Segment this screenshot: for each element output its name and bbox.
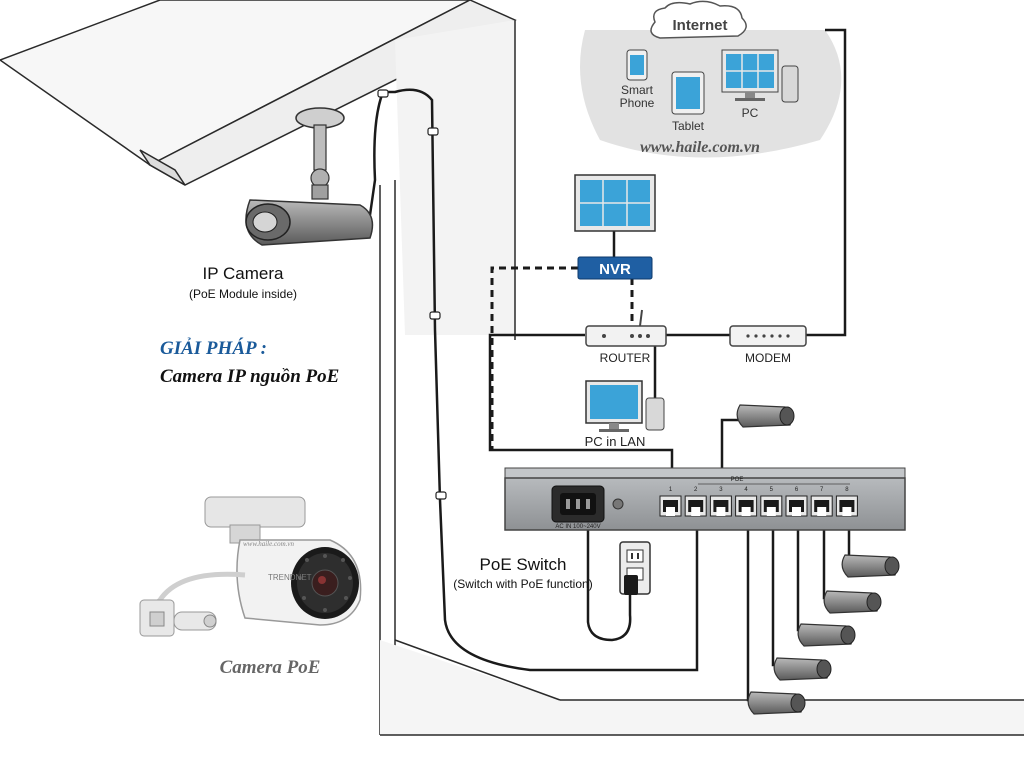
pc-icon	[721, 49, 799, 103]
internet-cloud: Internet Smart Phone Tablet PC www.haile…	[580, 0, 842, 158]
camera-poe-label: Camera PoE	[220, 657, 321, 678]
port-number: 7	[820, 487, 824, 493]
rj45-port	[684, 495, 707, 517]
mounted-ip-camera	[245, 107, 374, 246]
pc-lan-icon	[585, 380, 665, 432]
rj45-port	[785, 495, 808, 517]
solution-subheading: Camera IP nguồn PoE	[160, 366, 339, 387]
device-label-smart-phone-line1: Smart	[621, 83, 654, 97]
bullet-camera-icon	[747, 691, 806, 715]
rj45-port	[835, 495, 858, 517]
solution-heading: GIẢI PHÁP :	[160, 337, 267, 359]
internet-title: Internet	[672, 17, 727, 34]
nvr-monitor-icon	[574, 174, 656, 232]
device-label-tablet: Tablet	[672, 119, 705, 133]
bullet-camera-icon	[823, 590, 882, 614]
port-number: 8	[845, 487, 849, 493]
power-outlet-icon	[619, 541, 651, 595]
bullet-camera-icon	[736, 404, 795, 428]
rj45-port	[760, 495, 783, 517]
pc-lan-label: PC in LAN	[585, 434, 646, 449]
house-structure	[0, 0, 1024, 736]
ac-in-mark: AC IN 100~240V	[555, 524, 600, 530]
tablet-icon	[671, 71, 705, 115]
camera-brand-mark: TRENDNET	[268, 573, 312, 582]
switch-ports: 1 2 3 4 5 6 7 8	[659, 487, 858, 517]
rj45-port	[709, 495, 732, 517]
poe-switch-label: PoE Switch	[480, 555, 567, 574]
port-number: 3	[719, 487, 723, 493]
cable-clips	[377, 89, 447, 500]
camera-poe-product: TRENDNET www.haile.com.vn	[139, 496, 362, 637]
port-number: 1	[669, 487, 673, 493]
camera-watermark: www.haile.com.vn	[243, 540, 295, 548]
smart-phone-icon	[626, 49, 648, 81]
modem-label: MODEM	[745, 351, 791, 365]
port-number: 6	[795, 487, 799, 493]
nvr-label: NVR	[599, 261, 631, 278]
device-label-pc: PC	[742, 106, 759, 120]
rj45-port	[810, 495, 833, 517]
ip-camera-label: IP Camera	[203, 264, 284, 283]
ip-camera-sub-label: (PoE Module inside)	[189, 287, 297, 301]
router-label: ROUTER	[600, 351, 651, 365]
watermark-text: www.haile.com.vn	[640, 139, 760, 156]
rj45-port	[735, 495, 758, 517]
port-number: 2	[694, 487, 698, 493]
poe-switch-sub-label: (Switch with PoE function)	[453, 577, 592, 591]
port-number: 4	[744, 487, 748, 493]
nvr-box: NVR	[577, 256, 653, 280]
modem-icon	[729, 325, 807, 347]
bullet-camera-icon	[797, 623, 856, 647]
bullet-camera-icon	[841, 554, 900, 578]
bullet-cameras	[736, 404, 900, 715]
bullet-camera-icon	[773, 657, 832, 681]
poe-mark: POE	[731, 477, 744, 483]
router-icon	[585, 309, 667, 347]
rj45-port	[659, 495, 682, 517]
nvr-dashed-links	[490, 266, 634, 450]
device-label-smart-phone-line2: Phone	[620, 96, 655, 110]
port-number: 5	[770, 487, 774, 493]
